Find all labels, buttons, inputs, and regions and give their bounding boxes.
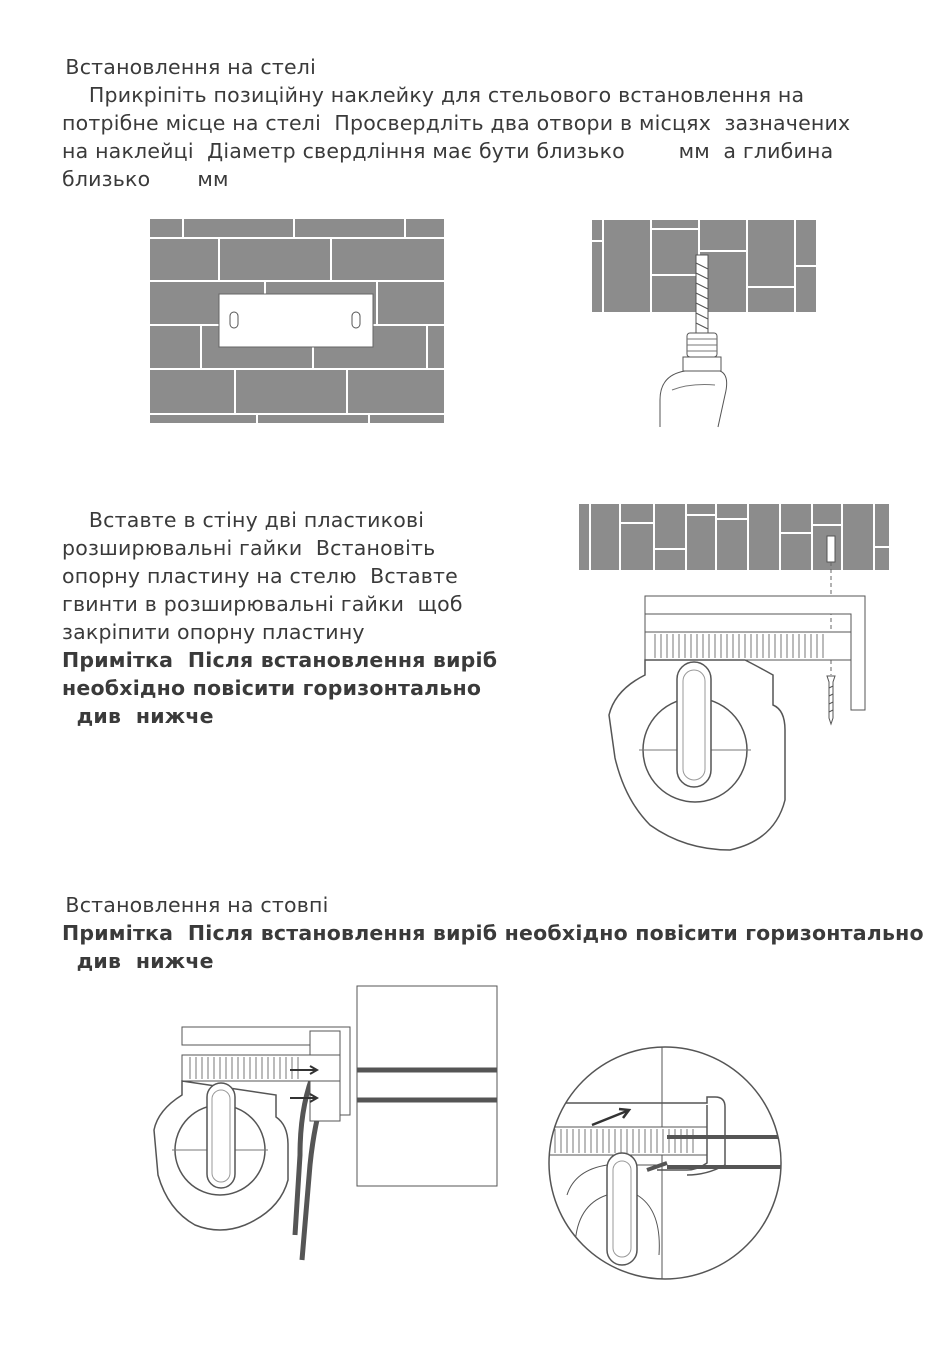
section2-note-2: необхідно повісити горизонтально xyxy=(62,676,482,700)
section2-line-1: Вставте в стіну дві пластикові xyxy=(62,508,425,532)
section2-note-3: див нижче xyxy=(62,704,214,728)
pole-strap-detail-illustration xyxy=(548,1046,782,1280)
section1-line-3: на наклейці Діаметр свердління має бути … xyxy=(62,139,834,163)
section3-note-1: Примітка Після встановлення виріб необхі… xyxy=(62,921,924,945)
section3-note-2: див нижче xyxy=(62,949,214,973)
ceiling-mount-illustration xyxy=(579,504,889,851)
section2-line-3: опорну пластину на стелю Вставте xyxy=(62,564,458,588)
section2-note-1: Примітка Після встановлення виріб xyxy=(62,648,498,672)
section1-line-2: потрібне місце на стелі Просвердліть два… xyxy=(62,111,851,135)
position-sticker xyxy=(218,293,374,348)
section2-line-4: гвинти в розширювальні гайки щоб xyxy=(62,592,463,616)
pole-mount-illustration xyxy=(153,985,498,1261)
section1-line-1: Прикріпіть позиційну наклейку для стельо… xyxy=(62,83,805,107)
section1-line-4: близько мм xyxy=(62,167,229,191)
section2-line-2: розширювальні гайки Встановіть xyxy=(62,536,436,560)
section3-heading: Встановлення на стовпі xyxy=(52,893,329,917)
ceiling-sticker-illustration xyxy=(150,219,444,423)
drilling-illustration xyxy=(592,220,816,428)
section1-heading: Встановлення на стелі xyxy=(52,55,316,79)
section2-line-5: закріпити опорну пластину xyxy=(62,620,365,644)
